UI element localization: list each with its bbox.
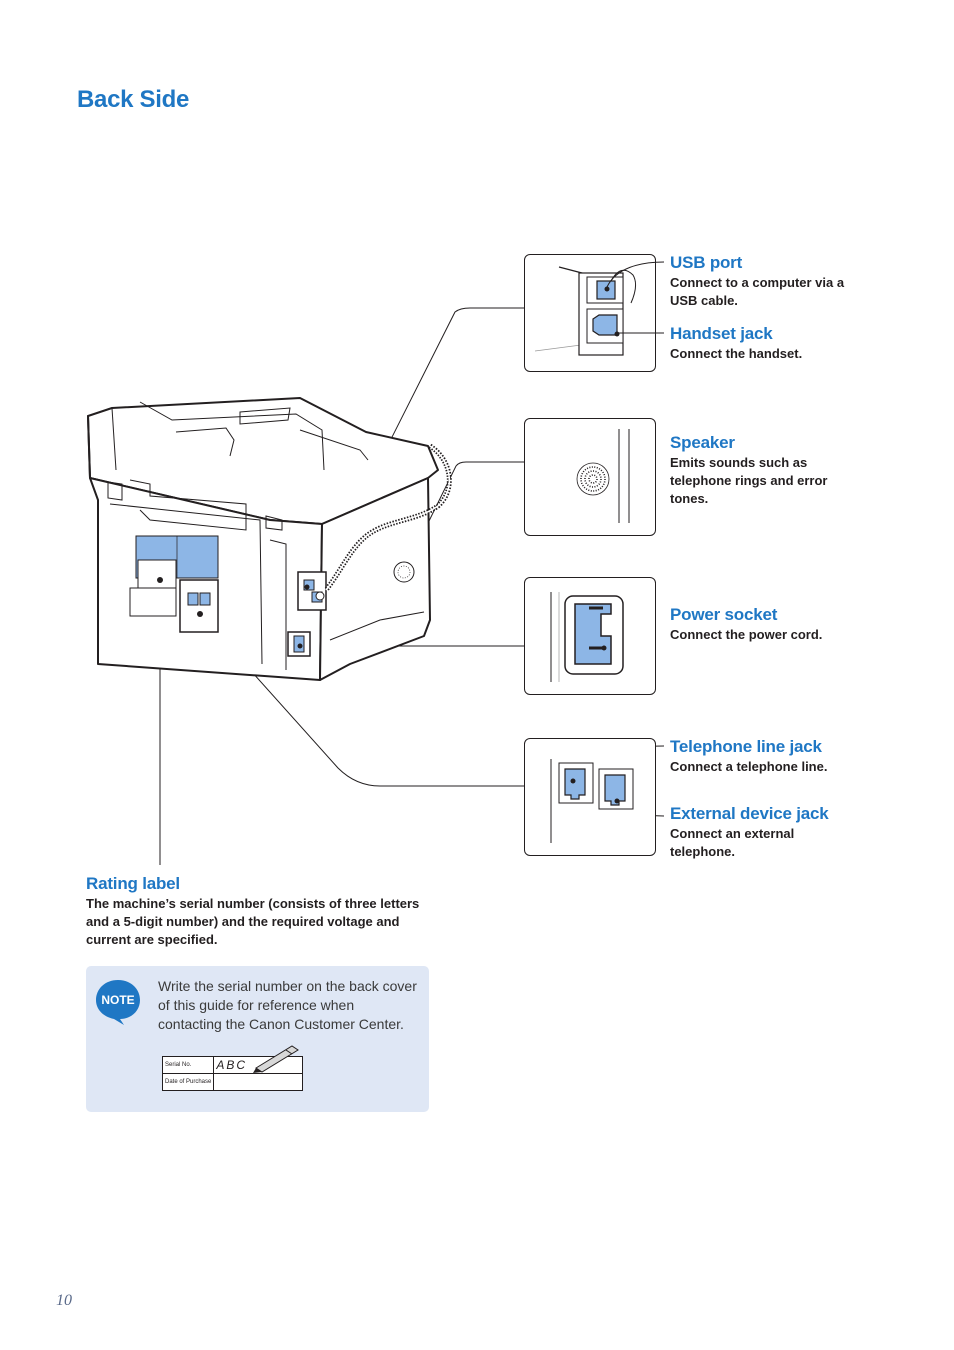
speaker-desc: Emits sounds such as telephone rings and…	[670, 455, 828, 506]
usb-handset-inset	[524, 254, 656, 372]
telephone-line-jack-callout: Telephone line jack Connect a telephone …	[670, 737, 870, 776]
usb-port-desc: Connect to a computer via a USB cable.	[670, 275, 845, 308]
note-text: Write the serial number on the back cove…	[158, 978, 417, 1032]
usb-port-callout: USB port Connect to a computer via a USB…	[670, 253, 870, 310]
machine-jack-panel	[179, 579, 219, 633]
power-socket-callout: Power socket Connect the power cord.	[670, 605, 870, 644]
date-of-purchase-label: Date of Purchase	[161, 1073, 215, 1091]
speaker-leader-line	[403, 461, 525, 573]
rating-label-title: Rating label	[86, 874, 180, 893]
page-title: Back Side	[77, 86, 190, 113]
usb-leader-line	[315, 307, 525, 589]
usb-port-title: USB port	[670, 253, 743, 272]
rating-label-callout: Rating label The machine’s serial number…	[86, 874, 436, 949]
pen-icon	[253, 1045, 299, 1073]
serial-label: Serial No.	[161, 1056, 215, 1074]
speaker-inset	[524, 418, 656, 536]
note-badge-label: NOTE	[101, 993, 134, 1007]
speaker-title: Speaker	[670, 433, 735, 452]
handset-jack-callout: Handset jack Connect the handset.	[670, 324, 870, 363]
power-socket-desc: Connect the power cord.	[670, 627, 823, 642]
telephone-line-jack-icon	[564, 768, 586, 800]
external-device-jack-title: External device jack	[670, 804, 829, 823]
date-of-purchase-value	[213, 1073, 304, 1091]
external-device-jack-callout: External device jack Connect an external…	[670, 804, 830, 861]
note-box: NOTE Write the serial number on the back…	[86, 966, 429, 1112]
note-badge-icon: NOTE	[96, 980, 140, 1025]
external-device-jack-icon	[604, 774, 626, 806]
telephone-leader-line	[199, 613, 525, 787]
rating-label-desc: The machine’s serial number (consists of…	[86, 896, 420, 947]
power-socket-title: Power socket	[670, 605, 778, 624]
machine-right-face	[319, 477, 431, 681]
telephone-line-jack-title: Telephone line jack	[670, 737, 822, 756]
machine-usb-panel	[297, 571, 327, 611]
external-device-jack-desc: Connect an external telephone.	[670, 826, 795, 859]
power-socket-inset	[524, 577, 656, 695]
telephone-line-jack-desc: Connect a telephone line.	[670, 759, 828, 774]
handset-jack-desc: Connect the handset.	[670, 346, 803, 361]
telephone-jacks-inset	[524, 738, 656, 856]
machine-speaker-grille	[393, 561, 415, 583]
serial-number-table: Serial No. ABC Date of Purchase	[161, 1056, 304, 1091]
speaker-callout: Speaker Emits sounds such as telephone r…	[670, 433, 850, 508]
page-number: 10	[56, 1292, 72, 1309]
handset-jack-title: Handset jack	[670, 324, 773, 343]
